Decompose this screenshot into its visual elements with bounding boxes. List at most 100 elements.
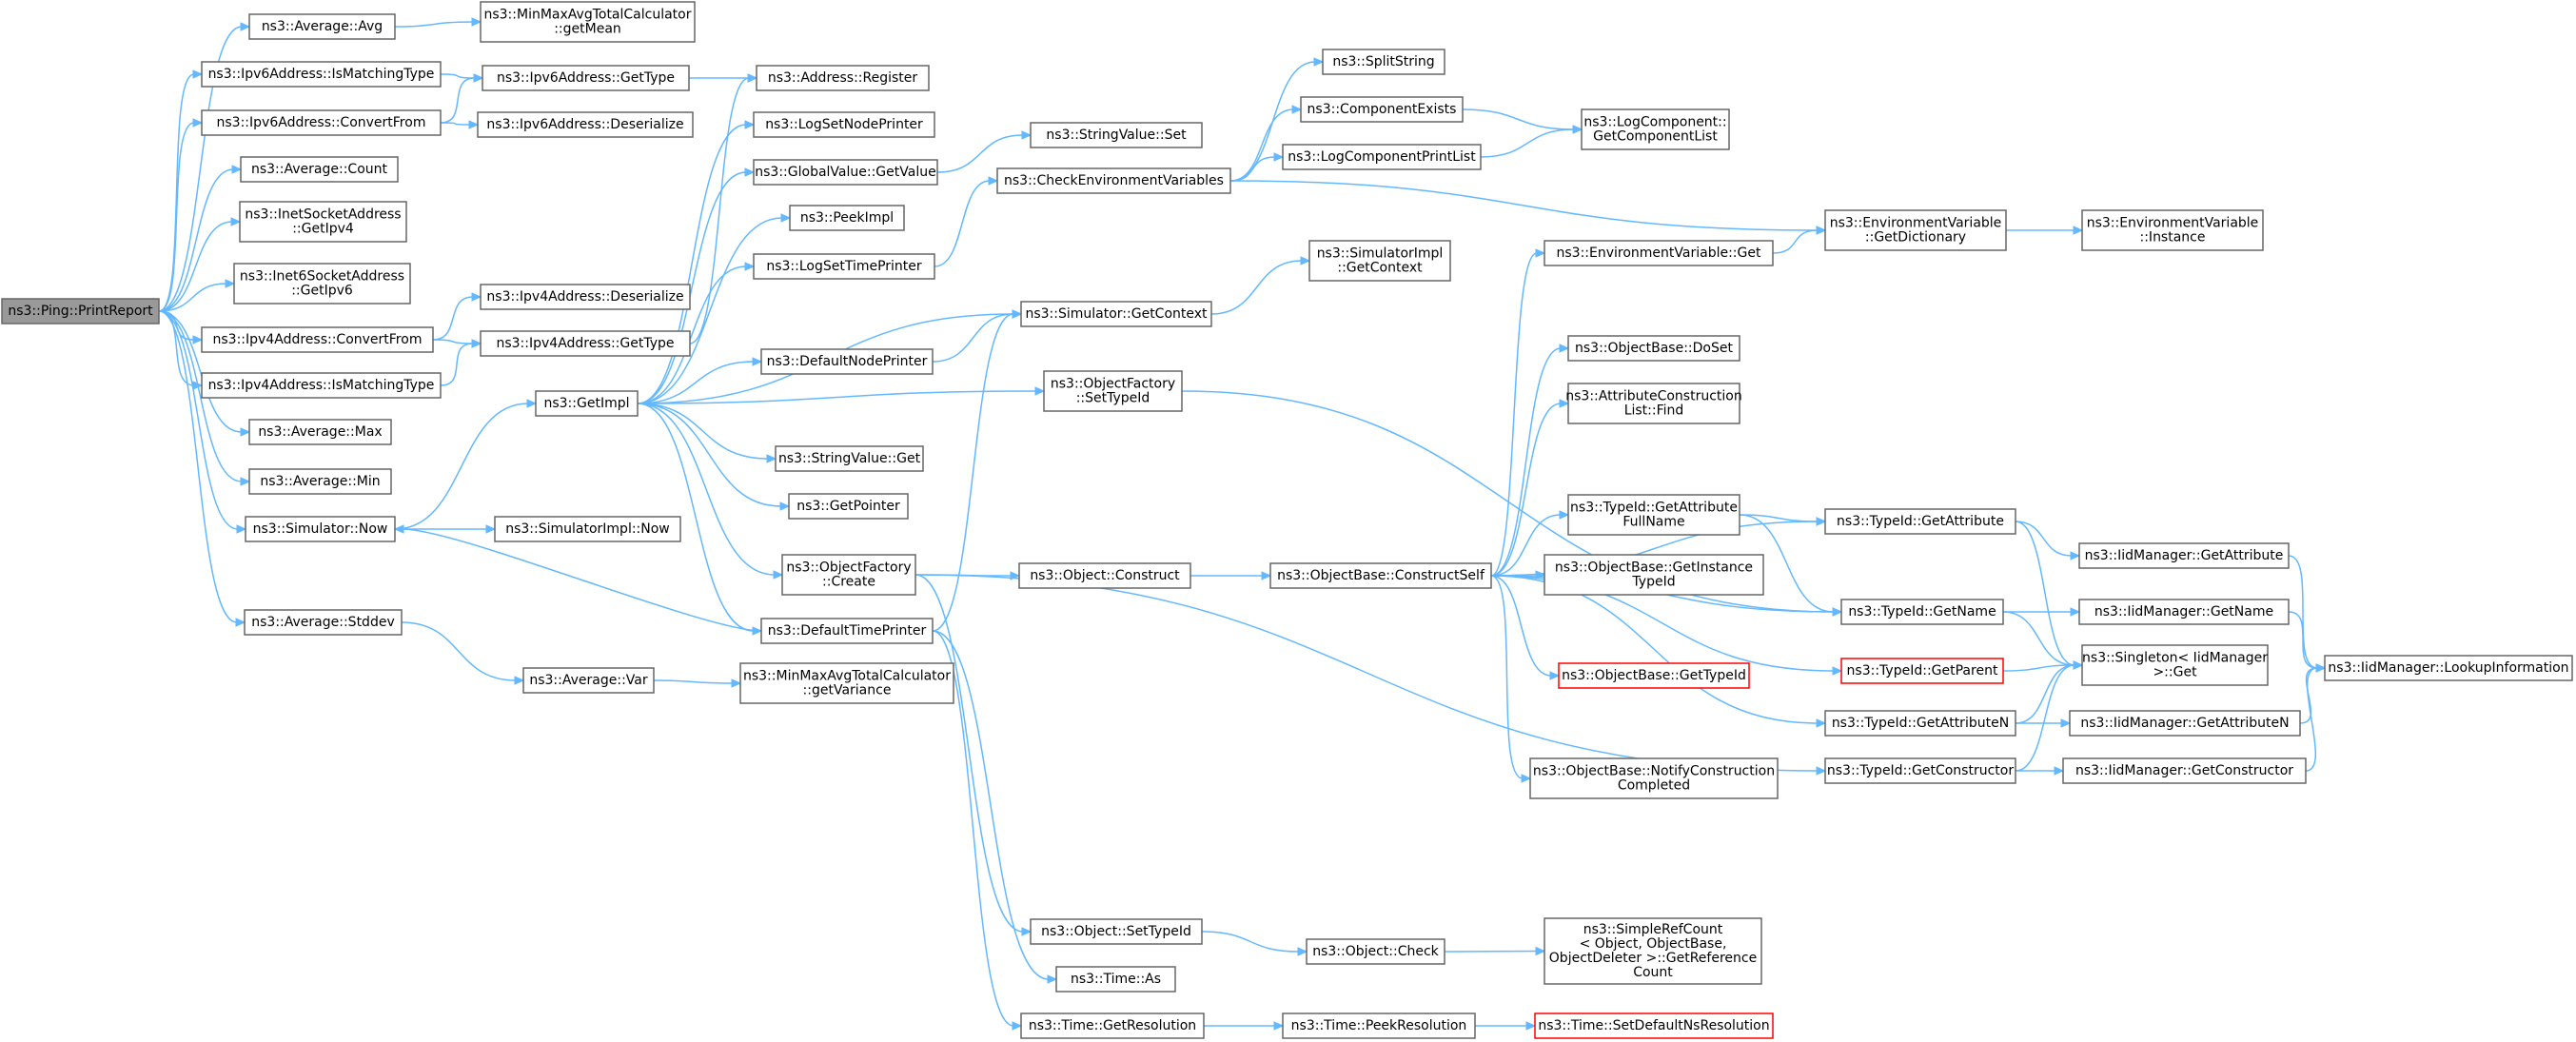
node-box: [1, 298, 160, 324]
node-label: ns3::SimulatorImpl: [1317, 246, 1444, 262]
function-node-simimplnow[interactable]: ns3::SimulatorImpl::Now: [494, 516, 681, 542]
function-node-compexists[interactable]: ns3::ComponentExists: [1300, 96, 1464, 123]
function-node-iidgetattr[interactable]: ns3::IidManager::GetAttribute: [2078, 542, 2290, 569]
function-node-objsettid[interactable]: ns3::Object::SetTypeId: [1030, 918, 1203, 945]
function-node-logtimep[interactable]: ns3::LogSetTimePrinter: [753, 253, 935, 280]
function-node-tidgetattrn[interactable]: ns3::TypeId::GetAttributeN: [1824, 710, 2016, 737]
function-node-iidlookup[interactable]: ns3::IidManager::LookupInformation: [2324, 655, 2573, 681]
node-box: [1824, 757, 2016, 784]
function-node-splitstr[interactable]: ns3::SplitString: [1322, 49, 1445, 75]
node-label: ns3::Inet6SocketAddress: [240, 269, 404, 285]
function-node-objconstruct[interactable]: ns3::Object::Construct: [1018, 562, 1191, 589]
function-node-iidgetctor[interactable]: ns3::IidManager::GetConstructor: [2062, 757, 2307, 784]
function-node-avgstd[interactable]: ns3::Average::Stddev: [244, 609, 403, 636]
call-edge-iidgetctor-to-iidlookup: [2305, 663, 2327, 772]
function-node-envgetdict[interactable]: ns3::EnvironmentVariable::GetDictionary: [1824, 209, 2007, 251]
call-edge-deftimep-to-simgetctx: [932, 309, 1023, 632]
function-node-ip6conv[interactable]: ns3::Ipv6Address::ConvertFrom: [201, 109, 442, 136]
function-node-getimpl[interactable]: ns3::GetImpl: [535, 390, 639, 417]
function-node-simimplctx[interactable]: ns3::SimulatorImpl::GetContext: [1308, 240, 1451, 282]
node-label: < Object, ObjectBase,: [1580, 936, 1727, 952]
function-node-deftimep[interactable]: ns3::DefaultTimePrinter: [760, 618, 934, 644]
function-node-logcompplist[interactable]: ns3::LogComponentPrintList: [1282, 144, 1482, 170]
function-node-addrreg[interactable]: ns3::Address::Register: [756, 65, 930, 91]
function-node-envget[interactable]: ns3::EnvironmentVariable::Get: [1544, 240, 1774, 266]
function-node-ip6gettype[interactable]: ns3::Ipv6Address::GetType: [482, 65, 690, 91]
function-node-ip6match[interactable]: ns3::Ipv6Address::IsMatchingType: [201, 61, 442, 88]
function-node-ip4conv[interactable]: ns3::Ipv4Address::ConvertFrom: [201, 326, 434, 353]
function-node-timeas[interactable]: ns3::Time::As: [1055, 966, 1176, 993]
function-node-ip4gettype[interactable]: ns3::Ipv4Address::GetType: [480, 330, 691, 357]
function-node-ofcreate[interactable]: ns3::ObjectFactory::Create: [781, 554, 916, 596]
node-label: ns3::InetSocketAddress: [245, 207, 401, 223]
node-label: ns3::SplitString: [1332, 54, 1434, 69]
function-node-inetget4[interactable]: ns3::InetSocketAddress::GetIpv4: [239, 201, 407, 243]
node-label: ns3::SimpleRefCount: [1583, 922, 1723, 937]
function-node-avgmin[interactable]: ns3::Average::Min: [248, 468, 392, 495]
function-node-objcheck[interactable]: ns3::Object::Check: [1306, 938, 1445, 965]
function-node-getcomplist[interactable]: ns3::LogComponent::GetComponentList: [1581, 108, 1730, 150]
function-node-iidgetattrn[interactable]: ns3::IidManager::GetAttributeN: [2069, 710, 2301, 737]
function-node-strget[interactable]: ns3::StringValue::Get: [775, 445, 924, 472]
call-edge-timegetres-to-timepeekres: [1203, 1021, 1285, 1031]
function-node-avgvar[interactable]: ns3::Average::Var: [522, 667, 655, 694]
function-node-avgavg[interactable]: ns3::Average::Avg: [248, 13, 396, 40]
function-node-singleton[interactable]: ns3::Singleton< IidManager>::Get: [2081, 644, 2269, 686]
function-node-timesetdef[interactable]: ns3::Time::SetDefaultNsResolution: [1534, 1013, 1774, 1039]
function-node-simpleref[interactable]: ns3::SimpleRefCount< Object, ObjectBase,…: [1544, 917, 1762, 985]
function-node-iidgetname[interactable]: ns3::IidManager::GetName: [2078, 599, 2290, 625]
function-node-ofsettid[interactable]: ns3::ObjectFactory::SetTypeId: [1043, 370, 1183, 412]
call-edge-root-to-ip6conv: [158, 118, 204, 312]
node-label: ns3::IidManager::GetAttributeN: [2080, 716, 2289, 731]
function-node-ip6deser[interactable]: ns3::Ipv6Address::Deserialize: [477, 111, 694, 138]
function-node-obgettid[interactable]: ns3::ObjectBase::GetTypeId: [1558, 662, 1750, 689]
function-node-tidgetname[interactable]: ns3::TypeId::GetName: [1840, 599, 2004, 625]
function-node-defnodep[interactable]: ns3::DefaultNodePrinter: [760, 348, 934, 375]
function-node-getmean[interactable]: ns3::MinMaxAvgTotalCalculator::getMean: [480, 1, 696, 43]
function-node-ip4deser[interactable]: ns3::Ipv4Address::Deserialize: [480, 284, 691, 310]
node-box: [535, 390, 639, 417]
function-node-getptr[interactable]: ns3::GetPointer: [788, 493, 909, 520]
call-edge-objsettid-to-objcheck: [1201, 931, 1308, 956]
function-node-checkenv[interactable]: ns3::CheckEnvironmentVariables: [996, 167, 1231, 194]
function-node-tidgetparent[interactable]: ns3::TypeId::GetParent: [1840, 658, 2004, 684]
function-node-ip4match[interactable]: ns3::Ipv4Address::IsMatchingType: [201, 372, 442, 399]
node-label: ns3::LogComponent::: [1583, 115, 1726, 130]
function-node-obdoset[interactable]: ns3::ObjectBase::DoSet: [1567, 335, 1740, 362]
function-node-simgetctx[interactable]: ns3::Simulator::GetContext: [1020, 301, 1212, 327]
function-node-avgmax[interactable]: ns3::Average::Max: [248, 419, 392, 445]
node-label: ns3::Object::Construct: [1030, 568, 1180, 583]
node-box: [1055, 966, 1176, 993]
node-label: ns3::ObjectBase::GetTypeId: [1562, 668, 1746, 683]
function-node-avgcount[interactable]: ns3::Average::Count: [240, 156, 399, 183]
function-node-envinst[interactable]: ns3::EnvironmentVariable::Instance: [2081, 209, 2264, 251]
function-node-peekimpl[interactable]: ns3::PeekImpl: [789, 205, 905, 231]
function-node-obconstructself[interactable]: ns3::ObjectBase::ConstructSelf: [1269, 562, 1492, 589]
call-edge-avgvar-to-getvar: [653, 678, 742, 688]
function-node-simnow[interactable]: ns3::Simulator::Now: [245, 516, 396, 542]
function-node-tidgetattr[interactable]: ns3::TypeId::GetAttribute: [1824, 508, 2016, 535]
node-box: [2081, 644, 2269, 686]
function-node-obnotify[interactable]: ns3::ObjectBase::NotifyConstructionCompl…: [1529, 757, 1779, 799]
function-node-inet6get6[interactable]: ns3::Inet6SocketAddress::GetIpv6: [233, 263, 411, 305]
node-label: ns3::IidManager::LookupInformation: [2328, 660, 2568, 676]
function-node-gvget[interactable]: ns3::GlobalValue::GetValue: [753, 159, 938, 186]
call-edge-tidgetname-to-iidgetname: [2003, 607, 2081, 617]
function-node-getvar[interactable]: ns3::MinMaxAvgTotalCalculator::getVarian…: [739, 662, 954, 704]
function-node-timepeekres[interactable]: ns3::Time::PeekResolution: [1282, 1013, 1476, 1039]
node-box: [522, 667, 655, 694]
function-node-timegetres[interactable]: ns3::Time::GetResolution: [1020, 1013, 1205, 1039]
function-node-lognodep[interactable]: ns3::LogSetNodePrinter: [753, 111, 935, 138]
node-label: ns3::IidManager::GetAttribute: [2085, 548, 2284, 563]
node-box: [1282, 1013, 1476, 1039]
call-edge-ip6conv-to-ip6deser: [440, 120, 480, 129]
function-node-tidgetctor[interactable]: ns3::TypeId::GetConstructor: [1824, 757, 2016, 784]
function-node-root[interactable]: ns3::Ping::PrintReport: [1, 298, 160, 324]
node-box: [1544, 554, 1764, 596]
node-label: ns3::Ping::PrintReport: [8, 304, 153, 319]
node-box: [1558, 662, 1750, 689]
function-node-strset[interactable]: ns3::StringValue::Set: [1030, 122, 1203, 148]
